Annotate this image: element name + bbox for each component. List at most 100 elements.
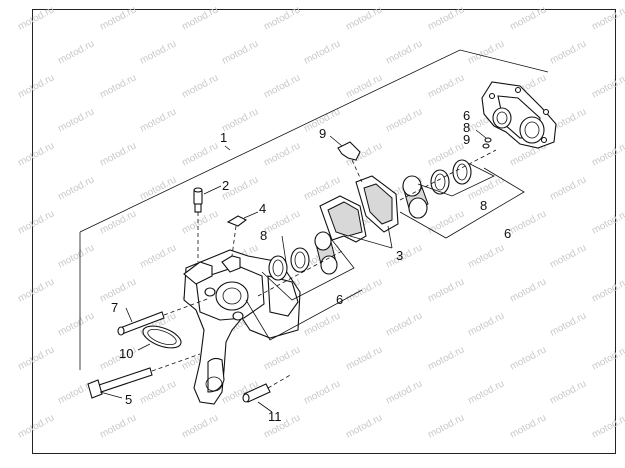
watermark-text: motod.ru [426,412,466,440]
callout-11: 11 [268,409,282,424]
watermark-text: motod.ru [302,38,342,66]
watermark-text: motod.ru [548,38,588,66]
watermark-text: motod.ru [466,310,506,338]
watermark-text: motod.ru [262,72,302,100]
callout-8-right: 8 [480,198,487,213]
watermark-text: motod.ru [508,4,548,32]
watermark-text: motod.ru [590,4,625,32]
callouts: 1 2 3 4 5 6 6 6 7 8 8 8 9 9 10 11 [111,108,511,424]
watermark-text: motod.ru [426,208,466,236]
watermark-text: motod.ru [98,276,138,304]
callout-2: 2 [222,178,229,193]
callout-10: 10 [119,346,133,361]
pad-clip [337,141,363,183]
watermark-text: motod.ru [16,208,56,236]
callout-3: 3 [396,248,403,263]
watermark-text: motod.ru [98,4,138,32]
watermark-text: motod.ru [508,344,548,372]
watermark-text: motod.ru [262,208,302,236]
watermark-text: motod.ru [98,208,138,236]
watermark-text: motod.ru [508,276,548,304]
watermark-text: motod.ru [56,38,96,66]
watermark-text: motod.ru [590,208,625,236]
watermark-text: motod.ru [590,140,625,168]
watermark-text: motod.ru [548,378,588,406]
watermark-text: motod.ru [180,140,220,168]
watermark-text: motod.ru [302,310,342,338]
watermark-text: motod.ru [508,208,548,236]
watermark-text: motod.ru [16,344,56,372]
watermark-text: motod.ru [302,378,342,406]
leader-lines [99,135,343,413]
callout-6-top: 6 [463,108,470,123]
brake-pads [319,175,399,249]
watermark-text: motod.ru [16,140,56,168]
caliper-outer-half [481,81,557,149]
watermark-text: motod.ru [426,4,466,32]
watermark-text: motod.ru [344,4,384,32]
watermark-text: motod.ru [344,412,384,440]
watermark-text: motod.ru [426,276,466,304]
caliper-housing [183,249,301,405]
watermark-text: motod.ru [262,140,302,168]
watermark-text: motod.ru [590,412,625,440]
mounting-bolt [87,353,201,399]
callout-9-top: 9 [463,132,470,147]
watermark-text: motod.ru [16,276,56,304]
watermark-text: motod.ru [16,412,56,440]
watermark-text: motod.ru [466,378,506,406]
bleeder-screw [193,187,203,262]
watermark-text: motod.ru [344,276,384,304]
watermark-text: motod.ru [180,72,220,100]
callout-8-top: 8 [463,120,470,135]
callout-9-left: 9 [319,126,326,141]
caliper-pin [242,373,293,403]
watermark-text: motod.ru [138,242,178,270]
watermark-text: motod.ru [180,4,220,32]
watermark-text: motod.ru [548,242,588,270]
diagram-frame [32,9,616,454]
watermark-text: motod.ru [138,38,178,66]
callout-6-right: 6 [504,226,511,241]
watermark-text: motod.ru [384,242,424,270]
callout-5: 5 [125,392,132,407]
bleeder-cap [226,215,248,257]
piston-set-left [245,231,363,341]
watermark-text: motod.ru [98,412,138,440]
callout-4: 4 [259,201,266,216]
callout-8-left: 8 [260,228,267,243]
watermark-text: motod.ru [56,174,96,202]
watermark-text: motod.ru [590,276,625,304]
watermark-text: motod.ru [384,310,424,338]
watermark-text: motod.ru [262,4,302,32]
watermark-text: motod.ru [98,140,138,168]
watermark-text: motod.ru [548,174,588,202]
o-ring [142,325,182,349]
watermark-text: motod.ru [384,378,424,406]
watermark-text: motod.ru [590,72,625,100]
watermark-text: motod.ru [466,242,506,270]
piston-set-right [399,149,525,239]
watermark-text: motod.ru [16,72,56,100]
callout-6-left: 6 [336,292,343,307]
watermark-text: motod.ru [262,344,302,372]
callout-7: 7 [111,300,118,315]
watermark-text: motod.ru [426,72,466,100]
small-seals-right [475,129,492,149]
watermark-text: motod.ru [138,378,178,406]
watermark-text: motod.ru [180,412,220,440]
watermark-text: motod.ru [180,208,220,236]
watermark-text: motod.ru [16,4,56,32]
watermark-text: motod.ru [220,38,260,66]
watermark-text: motod.ru [590,344,625,372]
watermark-text: motod.ru [548,310,588,338]
watermark-text: motod.ru [384,38,424,66]
mounting-pin [117,297,211,336]
callout-1: 1 [220,130,227,145]
watermark-text: motod.ru [384,106,424,134]
watermark-text: motod.ru [56,242,96,270]
watermark-text: motod.ru [344,72,384,100]
watermark-text: motod.ru [138,174,178,202]
